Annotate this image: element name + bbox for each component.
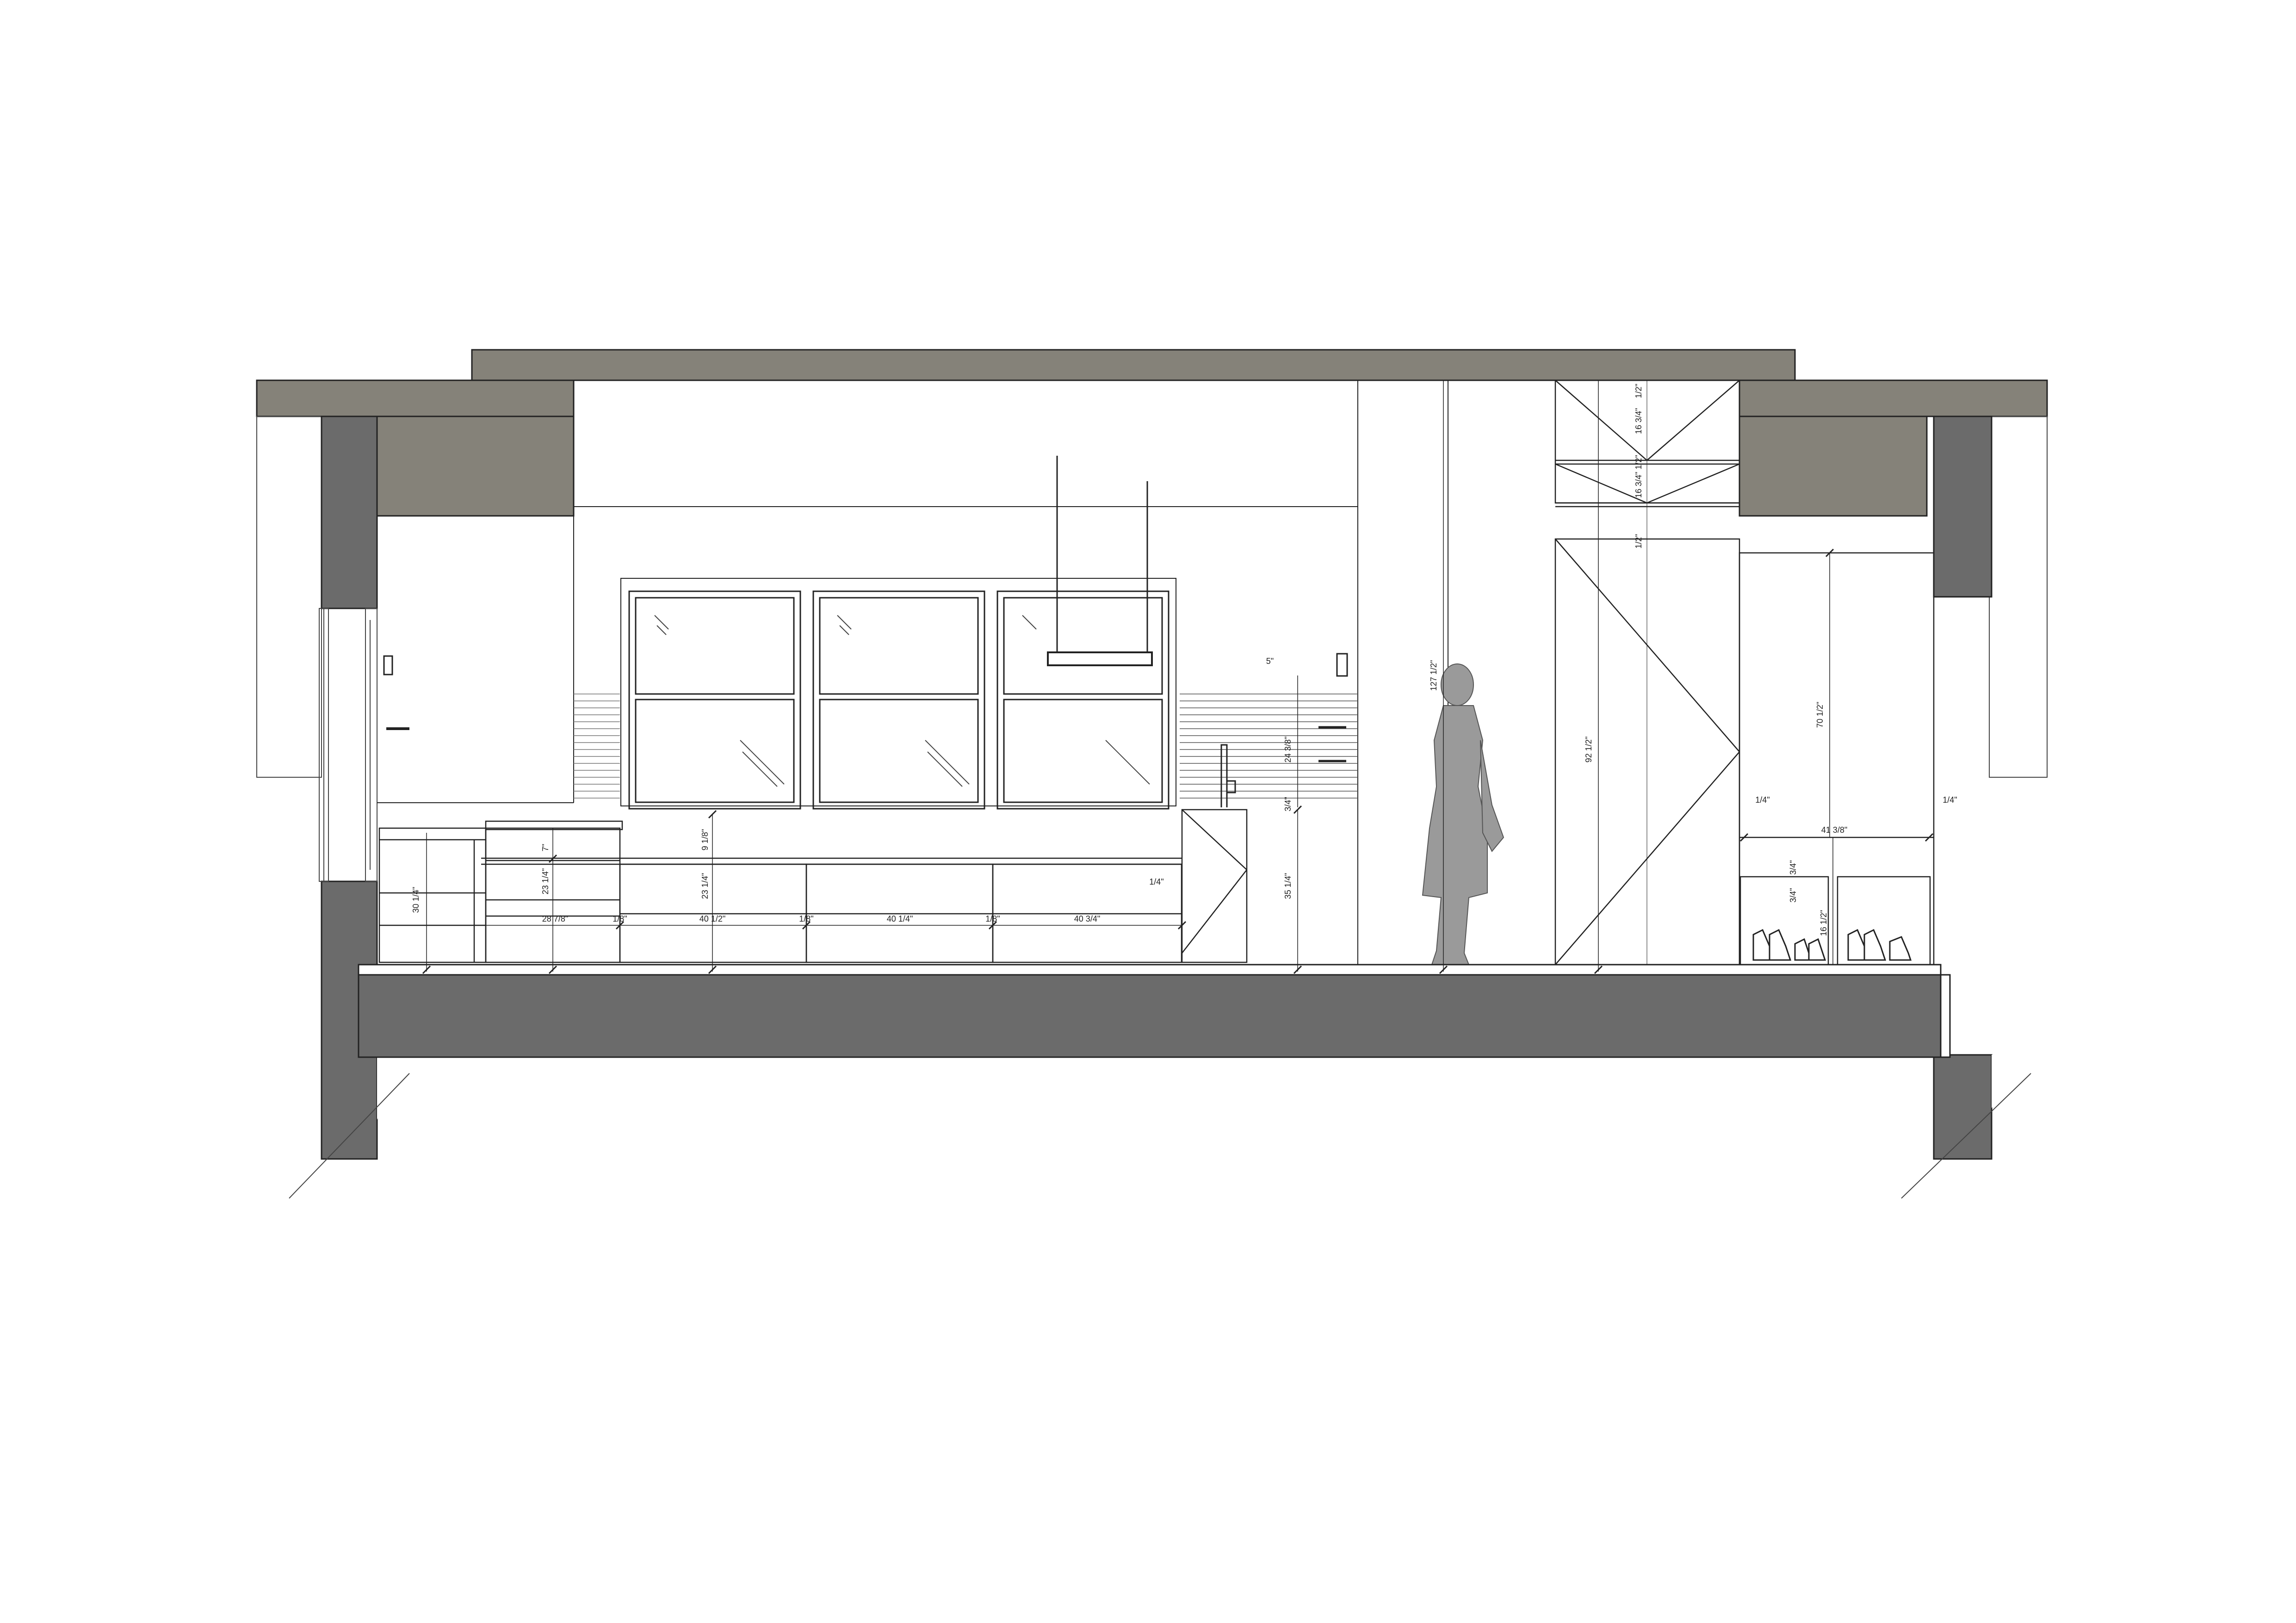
wall-outlet-right — [1336, 653, 1348, 677]
dim-gap-a: 1/8" — [613, 914, 627, 923]
ground-hatch-right — [1901, 1073, 2031, 1199]
dimension-labels: 30 1/4" 7" 23 1/4" 9 1/8" 23 1/4" 28 7/8… — [411, 384, 1957, 936]
outer-frame-left — [256, 416, 322, 778]
dim-shoe-34a: 3/4" — [1789, 860, 1798, 874]
backsplash-left — [574, 694, 620, 799]
tall-cabinet — [1554, 379, 1740, 966]
pendant-light — [1047, 456, 1153, 666]
dishwasher-panel — [1181, 809, 1248, 963]
dim-counter-35: 35 1/4" — [1283, 873, 1293, 899]
dim-closet-41: 41 3/8" — [1821, 825, 1847, 835]
dim-width-28: 28 7/8" — [542, 914, 568, 923]
ceiling-slab-upper — [471, 349, 1796, 381]
wall-switch-left — [383, 655, 393, 675]
floor-finish-strip — [358, 964, 1942, 976]
dimension-lines — [426, 380, 1929, 972]
window-outer-frame — [620, 578, 1176, 806]
island-top — [485, 820, 623, 830]
wall-left-cut — [377, 1055, 409, 1120]
dim-tall-127: 127 1/2" — [1429, 660, 1438, 691]
window-right — [996, 590, 1170, 810]
dim-base-drawer-height: 30 1/4" — [411, 887, 421, 913]
dim-shoe-34b: 3/4" — [1789, 888, 1798, 902]
ceiling-drop-right — [1739, 415, 1928, 517]
dim-upper-half-c: 1/2" — [1634, 534, 1643, 548]
dim-upper-16b: 16 3/4" — [1634, 472, 1643, 498]
ceiling-drop-left — [376, 415, 575, 517]
dim-width-40b: 40 1/4" — [887, 914, 913, 923]
dim-gap-9: 9 1/8" — [700, 829, 710, 850]
person-silhouette — [1422, 663, 1504, 965]
dim-width-40c: 40 3/4" — [1074, 914, 1100, 923]
dim-gap-c: 1/8" — [985, 914, 1000, 923]
window-bank — [620, 578, 1176, 810]
wall-right-upper — [1933, 415, 1993, 598]
dim-gap-d: 1/4" — [1149, 877, 1163, 886]
glass-reflections — [654, 615, 1150, 787]
backsplash-right — [1180, 694, 1358, 799]
wall-left-upper — [321, 415, 378, 609]
dim-closet-70: 70 1/2" — [1815, 702, 1825, 728]
dim-drawer-23a: 23 1/4" — [541, 868, 550, 894]
dim-gap-b: 1/8" — [799, 914, 813, 923]
dim-upper-half-a: 1/2" — [1634, 384, 1643, 398]
dim-width-40a: 40 1/2" — [699, 914, 725, 923]
ceiling-slab-right — [1739, 379, 2048, 417]
left-jamb — [319, 608, 378, 882]
shoes — [1752, 929, 1912, 961]
dim-upper-half-b: 1/2" — [1634, 455, 1643, 469]
dim-shelf-5: 5" — [1266, 657, 1274, 666]
dim-closet-quarter-right: 1/4" — [1943, 795, 1957, 805]
dim-upper-16a: 16 3/4" — [1634, 408, 1643, 434]
dim-backsplash-24: 24 3/8" — [1283, 737, 1293, 762]
dim-closet-quarter-left: 1/4" — [1755, 795, 1770, 805]
tall-pantry-door — [1554, 538, 1740, 966]
window-left — [628, 590, 801, 810]
drawer-block-left — [378, 827, 487, 963]
dim-drawer-23b: 23 1/4" — [700, 873, 710, 899]
floor-slab-edge — [1940, 974, 1951, 1058]
dim-drawer-7: 7" — [541, 844, 550, 851]
base-cabinets — [378, 809, 1248, 963]
dim-tall-92: 92 1/2" — [1584, 737, 1593, 762]
dim-shoe-16: 16 1/2" — [1819, 910, 1828, 936]
window-center — [812, 590, 985, 810]
ground-hatch-left — [289, 1073, 410, 1199]
ceiling-slab-left — [256, 379, 575, 417]
dim-counter-34: 3/4" — [1283, 797, 1293, 811]
outer-frame-right — [1989, 416, 2048, 778]
closet — [1739, 552, 1935, 966]
wall-right-cut — [1992, 1055, 2029, 1108]
floor — [358, 964, 1951, 1058]
floor-slab — [358, 974, 1942, 1058]
walls — [321, 415, 1993, 1160]
dimension-ticks — [422, 548, 1934, 974]
faucet — [1220, 744, 1236, 807]
ceiling — [256, 349, 2048, 517]
wall-right-lower — [1933, 1054, 1993, 1160]
